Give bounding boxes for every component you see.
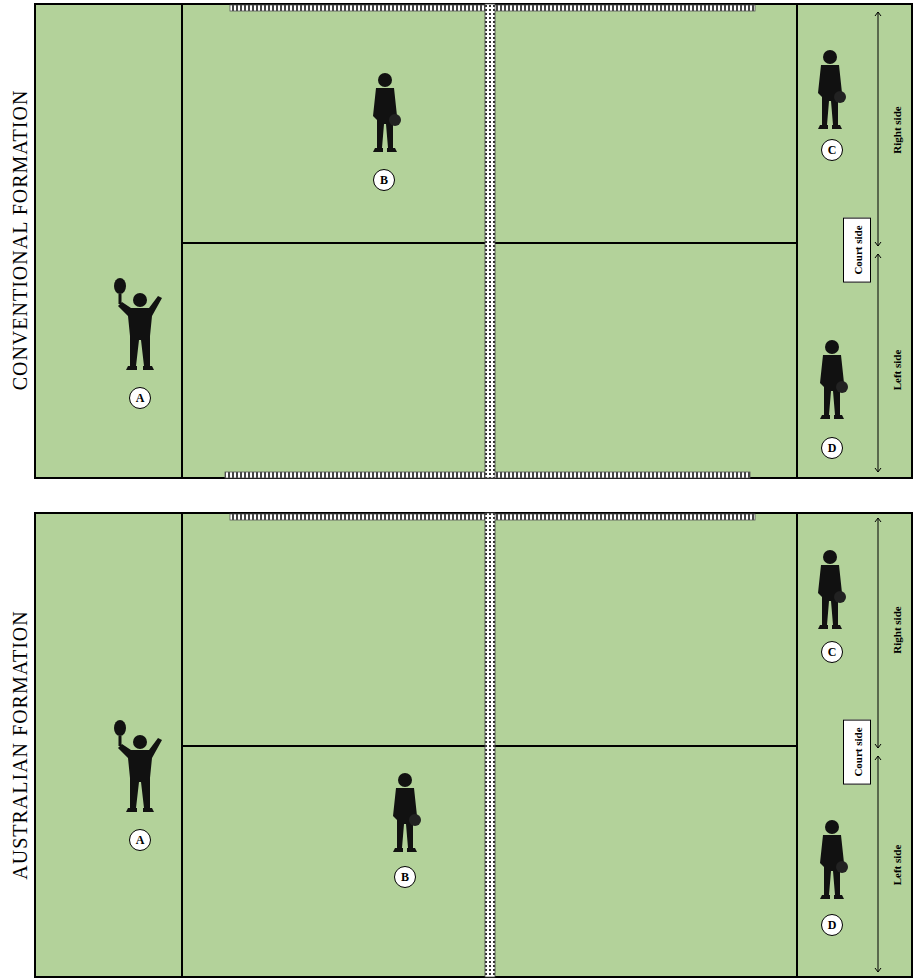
player-letter-circle: A xyxy=(129,387,151,409)
player-letter: B xyxy=(380,174,388,186)
player-letter: C xyxy=(828,646,837,658)
australian-court xyxy=(35,513,912,977)
formation-title: AUSTRALIAN FORMATION xyxy=(9,610,31,879)
court-side-text: Court side xyxy=(852,727,864,776)
player-letter-circle: A xyxy=(129,829,151,851)
side-label: Left side xyxy=(891,347,903,394)
player-letter-circle: B xyxy=(373,169,395,191)
side-label: Left side xyxy=(891,842,903,889)
formation-title: CONVENTIONAL FORMATION xyxy=(9,90,31,391)
player-letter-circle: B xyxy=(394,866,416,888)
court-side-text: Court side xyxy=(852,225,864,274)
player-letter-circle: D xyxy=(821,914,843,936)
player-letter-circle: C xyxy=(821,139,843,161)
player-letter-circle: C xyxy=(821,641,843,663)
side-label: Right side xyxy=(891,103,903,156)
player-letter: A xyxy=(136,834,145,846)
player-letter: B xyxy=(401,871,409,883)
side-label: Right side xyxy=(891,603,903,656)
player-letter-circle: D xyxy=(821,437,843,459)
court-side-box: Court side xyxy=(843,719,871,784)
player-letter: A xyxy=(136,392,145,404)
player-letter: D xyxy=(828,442,837,454)
player-letter: D xyxy=(828,919,837,931)
conventional-court xyxy=(35,4,912,478)
court-side-box: Court side xyxy=(843,217,871,282)
player-letter: C xyxy=(828,144,837,156)
